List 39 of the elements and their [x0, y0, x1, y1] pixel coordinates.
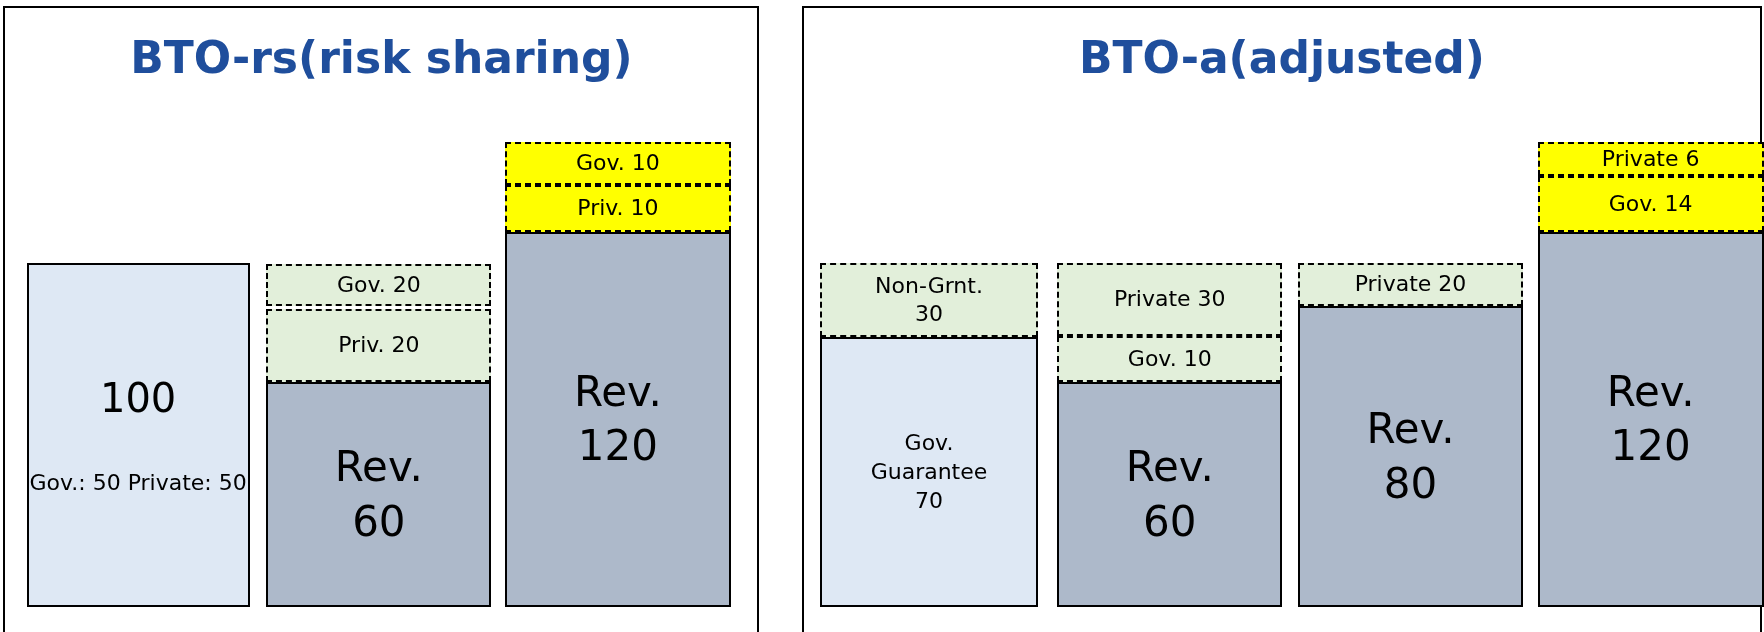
block-label: Rev. 80: [1365, 402, 1456, 510]
block-label: Gov. 10: [1127, 344, 1212, 373]
share-block: [266, 309, 492, 383]
share-block: [1298, 263, 1523, 306]
funding-block: [819, 337, 1039, 608]
block-label: Rev. 60: [1124, 441, 1215, 548]
share-block: [504, 185, 731, 232]
block-label: Priv. 10: [577, 194, 659, 223]
revenue-block: [1537, 231, 1764, 608]
block-label: Rev. 120: [572, 365, 663, 473]
block-label: Non-Grnt. 30: [874, 271, 984, 329]
revenue-block: [1057, 382, 1283, 608]
share-block: [1537, 176, 1764, 232]
share-block: [1537, 141, 1764, 177]
revenue-block: [266, 382, 492, 608]
share-block: [819, 263, 1039, 338]
revenue-block: [504, 231, 731, 608]
block-label: Private 6: [1601, 144, 1700, 173]
panel-title: BTO-rs(risk sharing): [129, 32, 634, 84]
block-label: Gov. 14: [1608, 189, 1693, 218]
block-label: Gov. Guarantee 70: [869, 429, 989, 515]
share-block: [1057, 263, 1283, 337]
panel-title: BTO-a(adjusted): [1077, 32, 1486, 84]
panel: [802, 5, 1762, 632]
block-label: Priv. 20: [338, 331, 420, 360]
share-block: [504, 141, 731, 186]
block-label: Gov. 10: [576, 149, 660, 178]
block-label: Rev. 120: [1605, 365, 1696, 473]
block-label: Rev. 60: [333, 441, 424, 548]
block-label: Gov. 20: [336, 270, 421, 299]
panel: [3, 5, 760, 632]
share-block: [1057, 336, 1283, 383]
share-block: [266, 264, 492, 306]
block-note: Gov.: 50 Private: 50: [29, 469, 247, 498]
block-label: Private 30: [1113, 285, 1226, 314]
funding-block: [26, 263, 250, 608]
block-label: Private 20: [1354, 270, 1467, 299]
block-label: 100: [99, 374, 177, 424]
revenue-block: [1298, 305, 1523, 608]
